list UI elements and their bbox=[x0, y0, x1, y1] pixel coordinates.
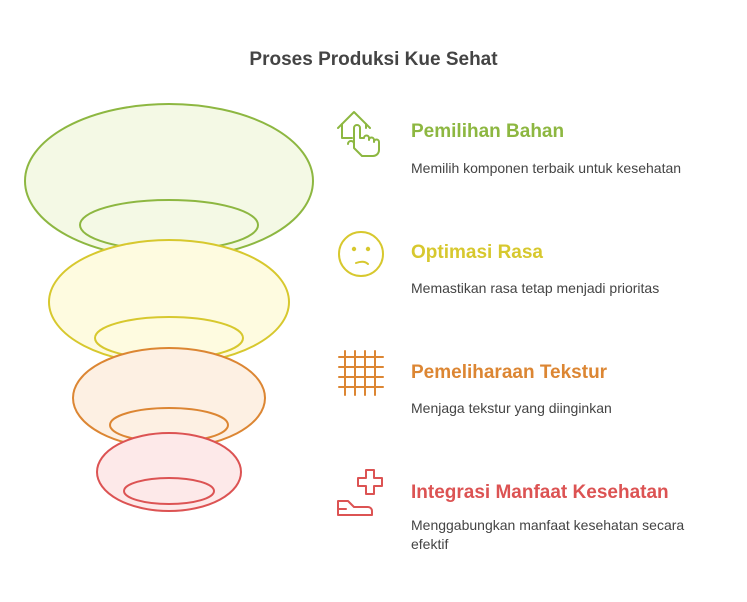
stage-4-title: Integrasi Manfaat Kesehatan bbox=[411, 482, 669, 503]
stage-3-title: Pemeliharaan Tekstur bbox=[411, 362, 608, 383]
funnel-layer-2 bbox=[48, 239, 290, 365]
funnel-layer-1 bbox=[24, 103, 314, 259]
stage-1-description: Memilih komponen terbaik untuk kesehatan bbox=[411, 160, 682, 176]
page-title: Proses Produksi Kue Sehat bbox=[249, 49, 498, 70]
stage-1-title: Pemilihan Bahan bbox=[411, 121, 565, 142]
stage-3-description: Menjaga tekstur yang diinginkan bbox=[411, 400, 612, 416]
funnel-layer-4 bbox=[96, 432, 242, 512]
stage-2-description: Memastikan rasa tetap menjadi prioritas bbox=[411, 280, 660, 296]
stage-4-description: Menggabungkan manfaat kesehatan secara e… bbox=[411, 517, 685, 552]
hand-tapping-house-icon bbox=[337, 111, 380, 157]
funnel-layer-4-inner bbox=[123, 477, 215, 505]
face-icon bbox=[338, 231, 384, 277]
grid-texture-icon bbox=[338, 350, 384, 396]
medical-cross-icon bbox=[337, 469, 383, 516]
stage-2-title: Optimasi Rasa bbox=[411, 242, 543, 263]
